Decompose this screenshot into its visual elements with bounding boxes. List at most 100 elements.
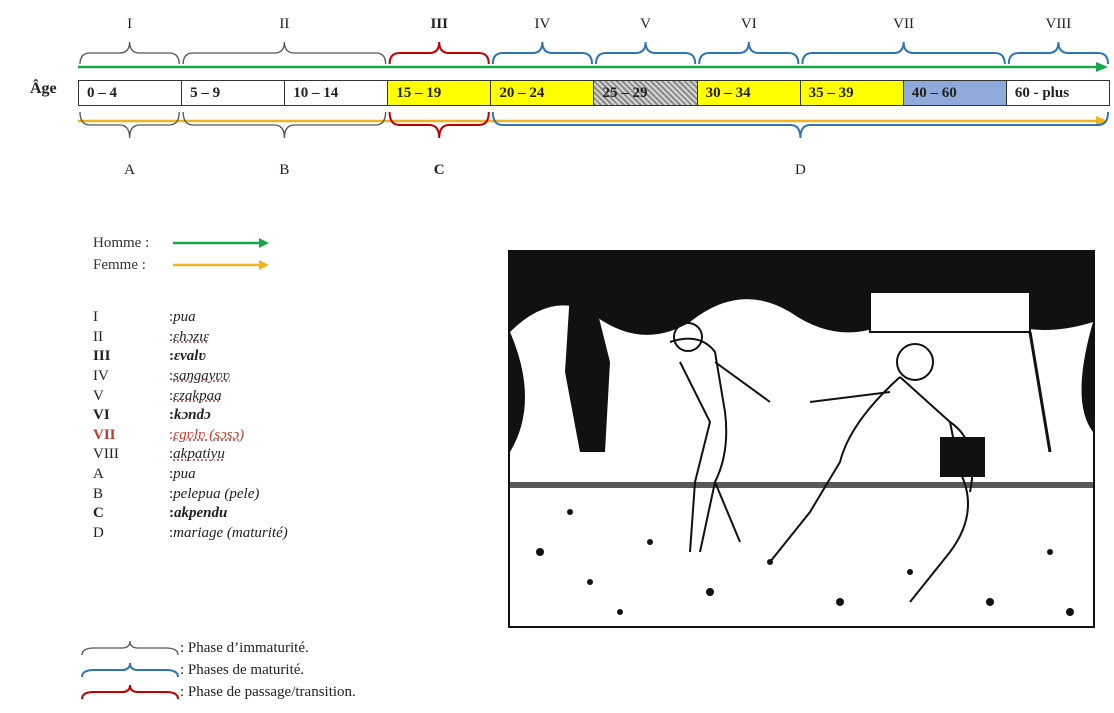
- top-phase-label-i: I: [127, 16, 132, 32]
- term-key: V: [93, 387, 104, 404]
- legend-immaturity: : Phase d’immaturité.: [80, 637, 356, 659]
- term-value: ɛzakpaa: [173, 387, 222, 404]
- wrestlers-illustration: [510, 252, 1093, 626]
- term-row-c: C: akpendu: [93, 504, 288, 524]
- top-phase-label-viii: VIII: [1045, 16, 1071, 32]
- term-row-iv: IV: saŋgayʋʋ: [93, 367, 288, 387]
- top-brace-viii: [1007, 41, 1109, 65]
- term-key: B: [93, 485, 104, 502]
- term-row-v: V: ɛzakpaa: [93, 386, 288, 406]
- term-row-iii: III: ɛvalʋ: [93, 347, 288, 367]
- top-brace-i: [79, 41, 180, 65]
- term-sep: :: [169, 466, 174, 483]
- term-key: VIII: [93, 446, 119, 463]
- term-key: C: [93, 505, 104, 522]
- phase-legend: : Phase d’immaturité. : Phases de maturi…: [80, 637, 356, 703]
- wrestling-photo: [508, 250, 1095, 628]
- age-cell-30-34: 30 – 34: [697, 81, 801, 105]
- top-brace-vii: [801, 41, 1006, 65]
- legend-homme-label: Homme :: [93, 234, 150, 251]
- green-arrow-icon: [173, 238, 269, 248]
- top-brace-v: [595, 41, 697, 65]
- term-sep: :: [169, 328, 174, 345]
- legend-femme-label: Femme :: [93, 256, 146, 273]
- term-key: D: [93, 524, 104, 541]
- age-cell-60-plus: 60 - plus: [1006, 81, 1109, 105]
- term-sep: :: [169, 446, 174, 463]
- term-glossary: I: pua II: ɛhɔzɩɛ III: ɛvalʋ IV: saŋgayʋ…: [93, 308, 288, 543]
- legend-transition: : Phase de passage/transition.: [80, 681, 356, 703]
- term-value: pelepua (pele): [173, 485, 260, 502]
- term-sep: :: [169, 387, 174, 404]
- term-value: ɛvalʋ: [174, 348, 206, 365]
- top-brace-iii: [388, 41, 490, 65]
- term-row-a: A: pua: [93, 465, 288, 485]
- legend-maturity-label: : Phases de maturité.: [180, 661, 305, 678]
- term-key: VII: [93, 426, 116, 443]
- term-key: A: [93, 466, 104, 483]
- term-value: akpendu: [174, 505, 228, 522]
- top-phase-label-iii: III: [430, 16, 448, 32]
- term-sep: :: [169, 485, 174, 502]
- legend-immaturity-label: : Phase d’immaturité.: [180, 639, 309, 656]
- term-key: VI: [93, 407, 110, 424]
- term-value: saŋgayʋʋ: [173, 368, 231, 385]
- bottom-brace-d: [491, 111, 1109, 139]
- age-cell-20-24: 20 – 24: [491, 81, 595, 105]
- top-brace-ii: [182, 41, 387, 65]
- term-value: mariage (maturité): [173, 524, 288, 541]
- sex-legend: Homme : Femme :: [93, 232, 273, 276]
- term-value: akpatiyu: [173, 446, 225, 463]
- term-sep: :: [169, 348, 174, 365]
- top-brace-iv: [491, 41, 593, 65]
- term-value: pua: [173, 309, 196, 326]
- bottom-brace-c: [388, 111, 490, 139]
- bottom-brace-a: [79, 111, 180, 139]
- term-row-d: D: mariage (maturité): [93, 524, 288, 544]
- term-key: III: [93, 348, 111, 365]
- legend-femme: Femme :: [93, 254, 273, 276]
- age-cell-10-14: 10 – 14: [285, 81, 389, 105]
- age-cell-5-9: 5 – 9: [182, 81, 286, 105]
- top-phase-label-ii: II: [279, 16, 289, 32]
- bottom-phase-label-d: D: [795, 162, 806, 178]
- top-phase-label-vi: VI: [741, 16, 757, 32]
- term-sep: :: [169, 505, 174, 522]
- bottom-phase-label-c: C: [434, 162, 445, 178]
- blue-brace-icon: [81, 662, 179, 678]
- term-key: IV: [93, 368, 109, 385]
- legend-homme: Homme :: [93, 232, 273, 254]
- red-brace-icon: [81, 684, 179, 700]
- term-sep: :: [169, 524, 174, 541]
- age-cell-15-19: 15 – 19: [388, 81, 492, 105]
- top-phase-label-v: V: [640, 16, 651, 32]
- term-sep: :: [169, 426, 174, 443]
- term-sep: :: [169, 407, 174, 424]
- yellow-arrow-icon: [173, 260, 269, 270]
- gray-brace-icon: [81, 640, 179, 656]
- age-cell-25-29: 25 – 29: [594, 81, 698, 105]
- age-group-row: 0 – 4 5 – 9 10 – 14 15 – 19 20 – 24 25 –…: [78, 80, 1110, 106]
- age-cell-0-4: 0 – 4: [79, 81, 183, 105]
- top-phase-label-iv: IV: [534, 16, 550, 32]
- term-value: kɔndɔ: [174, 407, 211, 424]
- bottom-phase-label-a: A: [124, 162, 135, 178]
- femme-arrow-head: [1096, 116, 1108, 126]
- term-value: pua: [173, 466, 196, 483]
- legend-maturity: : Phases de maturité.: [80, 659, 356, 681]
- age-cell-35-39: 35 – 39: [800, 81, 904, 105]
- term-row-vi: VI: kɔndɔ: [93, 406, 288, 426]
- bottom-phase-label-b: B: [279, 162, 289, 178]
- age-axis-label: Âge: [30, 80, 57, 97]
- term-value: ɛgʋlʋ (sɔsɔ): [173, 426, 245, 443]
- term-row-ii: II: ɛhɔzɩɛ: [93, 328, 288, 348]
- term-row-vii: VII: ɛgʋlʋ (sɔsɔ): [93, 426, 288, 446]
- bottom-brace-b: [182, 111, 387, 139]
- term-sep: :: [169, 368, 174, 385]
- term-value: ɛhɔzɩɛ: [173, 328, 210, 345]
- age-cell-40-60: 40 – 60: [903, 81, 1007, 105]
- term-sep: :: [169, 309, 174, 326]
- term-row-b: B: pelepua (pele): [93, 484, 288, 504]
- legend-transition-label: : Phase de passage/transition.: [180, 683, 356, 700]
